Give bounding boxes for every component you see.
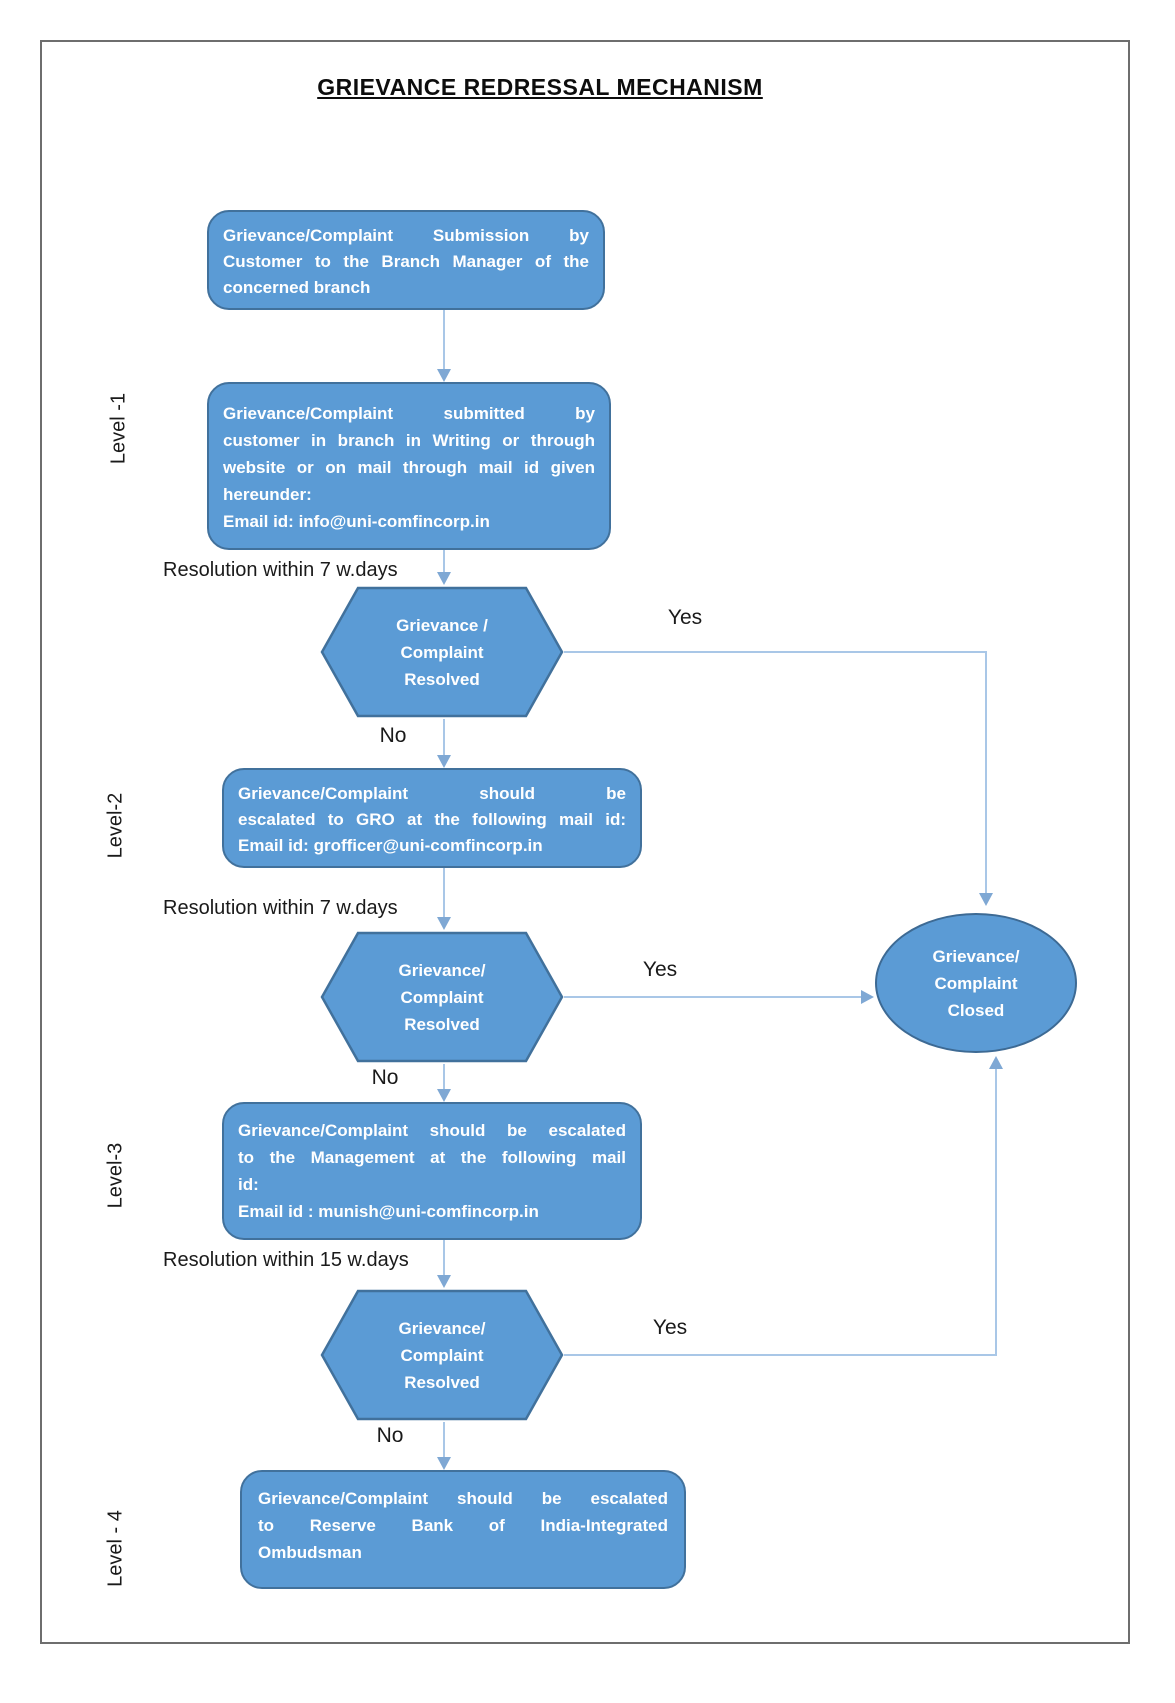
flow-box-escalate-rbi-ombudsman: Grievance/Complaint should be escalated … (240, 1470, 686, 1589)
arrowhead-down-icon (437, 1089, 451, 1102)
box-text-line: Grievance/Complaint should be escalated (238, 1121, 626, 1140)
hexagon-shape (320, 586, 564, 718)
arrowhead-right-icon (861, 990, 874, 1004)
resolution-label-2: Resolution within 7 w.days (163, 897, 398, 919)
yes-label-3: Yes (652, 1316, 688, 1339)
box-text-line: website or on mail through mail id given (223, 458, 595, 477)
box-text-line: to Reserve Bank of India-Integrated (258, 1516, 668, 1535)
level-2-label: Level-2 (104, 792, 127, 859)
arrowhead-down-icon (437, 1275, 451, 1288)
terminal-complaint-closed: Grievance/ Complaint Closed (875, 913, 1077, 1053)
box-text-line: Grievance/Complaint Submission by (223, 226, 589, 245)
arrowhead-down-icon (437, 917, 451, 930)
yes-connector-1 (564, 651, 987, 896)
flow-box-escalate-management: Grievance/Complaint should be escalated … (222, 1102, 642, 1240)
resolution-label-3: Resolution within 15 w.days (163, 1249, 409, 1271)
decision-text: Grievance/ Complaint Resolved (398, 1318, 486, 1392)
box-text-line: id: (238, 1175, 259, 1194)
arrowhead-up-icon (989, 1056, 1003, 1069)
box-text-line: Email id: info@uni-comfincorp.in (223, 512, 490, 531)
level-4-label: Level - 4 (104, 1510, 127, 1587)
yes-label-1: Yes (667, 606, 703, 629)
no-label-2: No (371, 1066, 399, 1089)
hexagon-shape (320, 1289, 564, 1421)
no-label-3: No (376, 1424, 404, 1447)
box-text-line: Grievance/Complaint submitted by (223, 404, 595, 423)
box-text-line: concerned branch (223, 278, 371, 297)
arrowhead-down-icon (979, 893, 993, 906)
box-text-line: Email id: grofficer@uni-comfincorp.in (238, 836, 543, 855)
flow-box-submitted-channels: Grievance/Complaint submitted by custome… (207, 382, 611, 550)
no-label-1: No (379, 724, 407, 747)
box-text-line: hereunder: (223, 485, 312, 504)
hexagon-shape (320, 931, 564, 1063)
terminal-text: Grievance/ Complaint Closed (932, 946, 1020, 1020)
page-title: GRIEVANCE REDRESSAL MECHANISM (317, 74, 763, 100)
arrowhead-down-icon (437, 755, 451, 768)
decision-resolved-1: Grievance / Complaint Resolved (320, 585, 564, 719)
decision-resolved-3: Grievance/ Complaint Resolved (320, 1288, 564, 1422)
resolution-label-1: Resolution within 7 w.days (163, 559, 398, 581)
box-text-line: to the Management at the following mail (238, 1148, 626, 1167)
decision-text: Grievance / Complaint Resolved (396, 615, 488, 689)
box-text-line: Customer to the Branch Manager of the (223, 252, 589, 271)
level-1-label: Level -1 (107, 392, 130, 465)
arrowhead-down-icon (437, 572, 451, 585)
decision-text: Grievance/ Complaint Resolved (398, 960, 486, 1034)
arrowhead-down-icon (437, 1457, 451, 1470)
arrowhead-down-icon (437, 369, 451, 382)
box-text-line: Grievance/Complaint should be (238, 784, 626, 803)
yes-label-2: Yes (642, 958, 678, 981)
flow-box-escalate-gro: Grievance/Complaint should be escalated … (222, 768, 642, 868)
yes-connector-3 (564, 1066, 997, 1356)
level-3-label: Level-3 (104, 1142, 127, 1209)
box-text-line: Grievance/Complaint should be escalated (258, 1489, 668, 1508)
decision-resolved-2: Grievance/ Complaint Resolved (320, 930, 564, 1064)
box-text-line: Email id : munish@uni-comfincorp.in (238, 1202, 539, 1221)
flow-box-submission: Grievance/Complaint Submission by Custom… (207, 210, 605, 310)
box-text-line: escalated to GRO at the following mail i… (238, 810, 626, 829)
box-text-line: customer in branch in Writing or through (223, 431, 595, 450)
box-text-line: Ombudsman (258, 1543, 362, 1562)
